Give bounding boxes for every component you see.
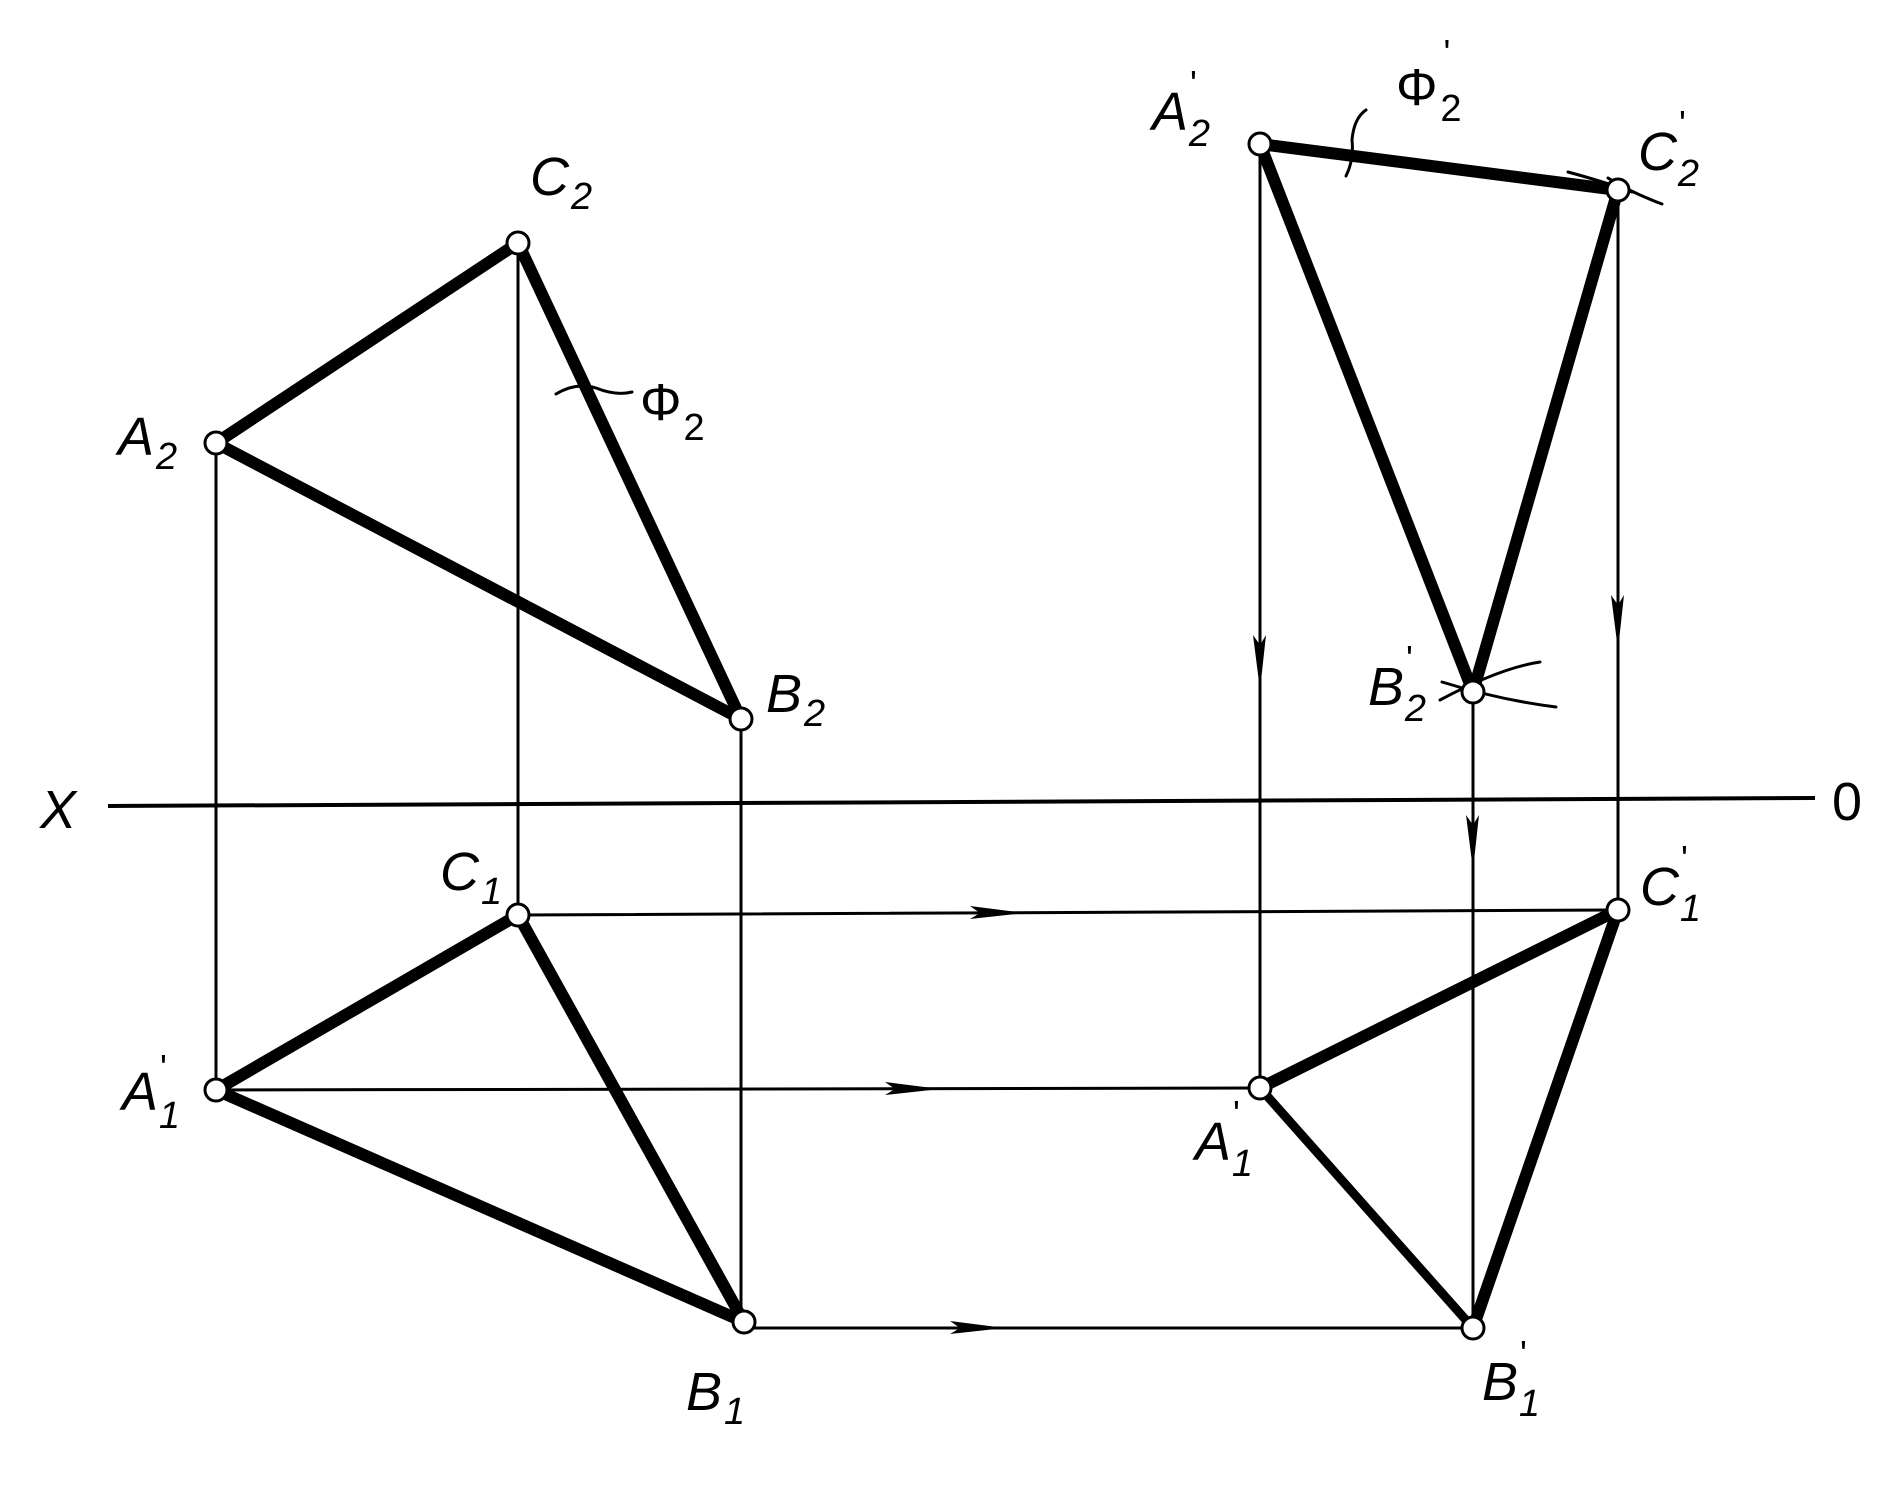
point-b2p <box>1460 679 1486 705</box>
label-a1p-right: A'1 <box>1192 1093 1253 1185</box>
transfer-a1-arrow <box>885 1082 940 1095</box>
edge-c1p-b1p-right <box>1467 904 1624 1334</box>
point-b2 <box>728 706 754 732</box>
phi2p-leader <box>1344 108 1368 178</box>
point-b1p-right <box>1460 1315 1486 1341</box>
edge-c2-b2 <box>512 237 747 725</box>
transfer-b1-arrow <box>950 1321 1005 1334</box>
connector-c2p-arrow <box>1611 595 1624 650</box>
connector-b2p-arrow <box>1466 815 1479 870</box>
label-b2: B2 <box>766 664 825 735</box>
label-phi2p: Φ'2 <box>1396 32 1462 130</box>
axis-label-0: 0 <box>1832 772 1862 832</box>
point-a1 <box>203 1077 229 1103</box>
edge-c1-b1 <box>512 909 750 1328</box>
edge-a2-b2 <box>210 437 747 725</box>
projection-axis-x0 <box>107 796 1816 808</box>
label-b1: B1 <box>686 1362 745 1433</box>
point-a2p <box>1247 131 1273 157</box>
label-a2p: A'2 <box>1149 63 1210 155</box>
transfer-c1 <box>516 908 1616 917</box>
point-c2p <box>1605 177 1631 203</box>
label-a2: A2 <box>115 407 177 478</box>
edge-a1p-b1p-right <box>1255 1083 1478 1333</box>
edge-a2p-b2p <box>1254 138 1479 698</box>
axis-label-x: X <box>38 780 78 840</box>
label-a1p: A'1 <box>119 1047 180 1137</box>
point-b1 <box>731 1309 757 1335</box>
point-c2 <box>505 230 531 256</box>
point-a1p-right <box>1247 1075 1273 1101</box>
point-c1p-right <box>1605 897 1631 923</box>
arc-b2p-1 <box>1438 660 1542 702</box>
label-c2: C2 <box>530 147 592 218</box>
transfer-a1 <box>214 1086 1262 1092</box>
edge-a2p-c2p <box>1254 138 1624 196</box>
edge-a2-c2 <box>210 237 524 449</box>
edge-a1-c1 <box>210 909 524 1096</box>
edge-c2p-b2p <box>1467 184 1624 698</box>
label-c2p: C'2 <box>1638 103 1699 195</box>
label-b1p: B'1 <box>1482 1333 1540 1425</box>
label-c1p: C'1 <box>1640 838 1701 930</box>
label-phi2: Φ2 <box>640 374 705 449</box>
connector-a2p-arrow <box>1253 635 1266 690</box>
point-c1 <box>505 902 531 928</box>
transfer-c1-arrow <box>970 906 1025 919</box>
phi2-leader <box>554 384 634 396</box>
label-b2p: B'2 <box>1368 638 1426 730</box>
arc-b2p-2 <box>1440 680 1558 709</box>
label-c1: C1 <box>440 842 502 913</box>
point-a2 <box>203 430 229 456</box>
edge-a1p-c1p-right <box>1254 904 1624 1094</box>
edge-a1-b1 <box>210 1084 750 1328</box>
